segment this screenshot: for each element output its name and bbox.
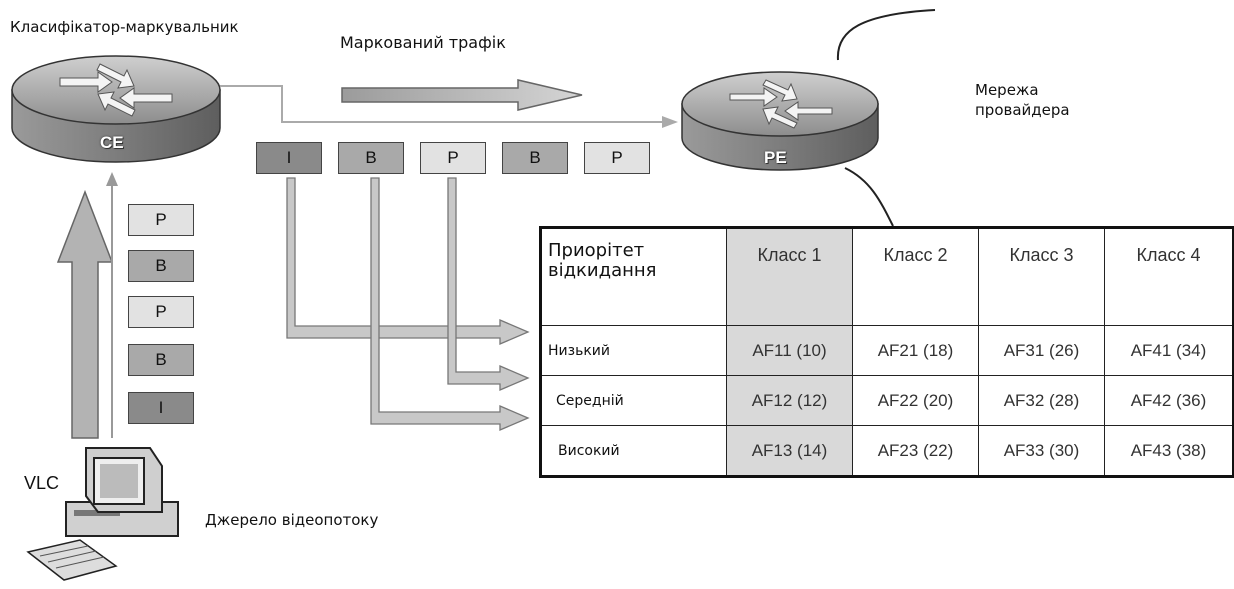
classifier-label: Класифікатор-маркувальник: [10, 18, 239, 36]
header-class-3: Класс 3: [978, 227, 1105, 326]
table-row-low: Низький AF11 (10) AF21 (18) AF31 (26) AF…: [540, 325, 1234, 376]
table-cell: AF22 (20): [852, 375, 979, 426]
table-cell: AF23 (22): [852, 425, 979, 477]
computer-icon: [26, 447, 179, 581]
mapping-arrows: [286, 177, 530, 431]
table-header-row: Приорітет відкидання Класс 1 Класс 2 Кла…: [540, 227, 1234, 326]
table-cell: AF32 (28): [978, 375, 1105, 426]
ce-device-label: CE: [100, 133, 124, 152]
table-row-high: Високий AF13 (14) AF23 (22) AF33 (30) AF…: [540, 425, 1234, 477]
pe-router-icon: [681, 71, 879, 171]
packet-h-3: P: [420, 142, 486, 174]
provider-link-curve-bottom: [844, 167, 894, 227]
table-cell: AF21 (18): [852, 325, 979, 376]
table-cell: AF12 (12): [726, 375, 853, 426]
pe-device-label: PE: [764, 148, 787, 167]
row-label-low: Низький: [540, 325, 727, 376]
packet-h-5: P: [584, 142, 650, 174]
vlc-label: VLC: [24, 473, 60, 493]
ce-pe-link: [220, 85, 678, 128]
table-row-medium: Середній AF12 (12) AF22 (20) AF32 (28) A…: [540, 375, 1234, 426]
upstream-arrow: [56, 172, 118, 439]
table-cell: AF42 (36): [1104, 375, 1234, 426]
packet-v-5: I: [128, 392, 194, 424]
table-cell: AF33 (30): [978, 425, 1105, 477]
marked-traffic-arrow: [341, 79, 583, 111]
video-source-label: Джерело відеопотоку: [205, 511, 379, 529]
marked-traffic-label: Маркований трафік: [340, 33, 506, 52]
header-class-1: Класс 1: [726, 227, 853, 326]
header-drop-priority: Приорітет відкидання: [540, 227, 727, 326]
packet-h-1: I: [256, 142, 322, 174]
provider-network-label: Мережа провайдера: [975, 81, 1070, 119]
row-label-medium: Середній: [540, 375, 727, 426]
packet-h-4: B: [502, 142, 568, 174]
packet-v-3: P: [128, 296, 194, 328]
header-class-4: Класс 4: [1104, 227, 1234, 326]
table-cell: AF11 (10): [726, 325, 853, 376]
packet-v-2: B: [128, 250, 194, 282]
table-cell: AF13 (14): [726, 425, 853, 477]
table-cell: AF41 (34): [1104, 325, 1234, 376]
packet-v-1: P: [128, 204, 194, 236]
provider-link-curve-top: [836, 9, 936, 61]
packet-v-4: B: [128, 344, 194, 376]
row-label-high: Високий: [540, 425, 727, 477]
af-class-table: Приорітет відкидання Класс 1 Класс 2 Кла…: [539, 226, 1234, 478]
table-cell: AF43 (38): [1104, 425, 1234, 477]
table-cell: AF31 (26): [978, 325, 1105, 376]
ce-router-icon: [11, 55, 221, 163]
header-class-2: Класс 2: [852, 227, 979, 326]
packet-h-2: B: [338, 142, 404, 174]
